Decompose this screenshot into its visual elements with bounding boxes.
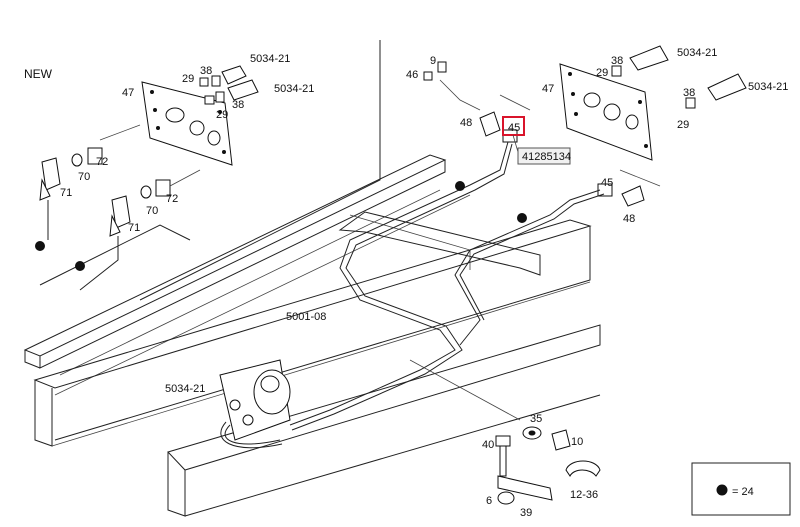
callout-5034-right-top[interactable]: 5034-21 (677, 47, 717, 59)
callout-45-highlight[interactable]: 45 (508, 122, 520, 134)
fittings-right-upper (611, 45, 747, 109)
callout-38-left-top[interactable]: 38 (200, 65, 212, 77)
callout-48-right[interactable]: 48 (623, 213, 635, 225)
callout-38-right-top[interactable]: 38 (611, 55, 623, 67)
hardware-bottom (495, 426, 601, 505)
callout-5034-left-mid[interactable]: 5034-21 (274, 83, 314, 95)
legend-text: = 24 (732, 486, 754, 498)
callout-71-top[interactable]: 71 (60, 187, 72, 199)
callout-48-left[interactable]: 48 (460, 117, 472, 129)
callout-72-top[interactable]: 72 (96, 156, 108, 168)
part-number-tag[interactable] (517, 147, 571, 165)
legend-box (691, 462, 791, 516)
callout-5034-bottom[interactable]: 5034-21 (165, 383, 205, 395)
callout-70-top[interactable]: 70 (78, 171, 90, 183)
callout-29-left-mid[interactable]: 29 (216, 109, 228, 121)
callout-12-36[interactable]: 12-36 (570, 489, 598, 501)
callout-10[interactable]: 10 (571, 436, 583, 448)
fittings-left-upper (199, 65, 259, 105)
control-valve (219, 359, 291, 449)
callout-29-right-mid[interactable]: 29 (677, 119, 689, 131)
callout-35[interactable]: 35 (530, 413, 542, 425)
callout-38-left-mid[interactable]: 38 (232, 99, 244, 111)
callout-5001-08[interactable]: 5001-08 (286, 311, 326, 323)
callout-29-left-top[interactable]: 29 (182, 73, 194, 85)
callout-5034-right-mid[interactable]: 5034-21 (748, 81, 788, 93)
callout-38-right-mid[interactable]: 38 (683, 87, 695, 99)
callout-29-right-top[interactable]: 29 (596, 67, 608, 79)
air-lines-main (289, 141, 605, 431)
callout-5034-left-top[interactable]: 5034-21 (250, 53, 290, 65)
group-divider (139, 40, 381, 301)
callout-47-left[interactable]: 47 (122, 87, 134, 99)
callout-40[interactable]: 40 (482, 439, 494, 451)
callout-6[interactable]: 6 (486, 495, 492, 507)
callout-70-mid[interactable]: 70 (146, 205, 158, 217)
couplings-left (39, 124, 201, 237)
callout-45-right[interactable]: 45 (601, 177, 613, 189)
callout-39[interactable]: 39 (520, 507, 532, 519)
frame-rail-lower (33, 219, 601, 517)
callout-47-right[interactable]: 47 (542, 83, 554, 95)
frame-rail-upper (23, 154, 471, 396)
callout-9[interactable]: 9 (430, 55, 436, 67)
tag-leader (512, 134, 519, 153)
part-number-text: 41285134 (522, 151, 571, 163)
new-label: NEW (24, 67, 53, 81)
callout-46[interactable]: 46 (406, 69, 418, 81)
mounting-plate-right (559, 63, 653, 161)
fittings-right-lower (597, 169, 661, 207)
air-lines-left (35, 200, 119, 291)
callout-72-mid[interactable]: 72 (166, 193, 178, 205)
highlight-frame (502, 116, 525, 136)
fittings-center (423, 61, 531, 143)
bullet-icon (716, 484, 728, 496)
callout-71-mid[interactable]: 71 (128, 222, 140, 234)
